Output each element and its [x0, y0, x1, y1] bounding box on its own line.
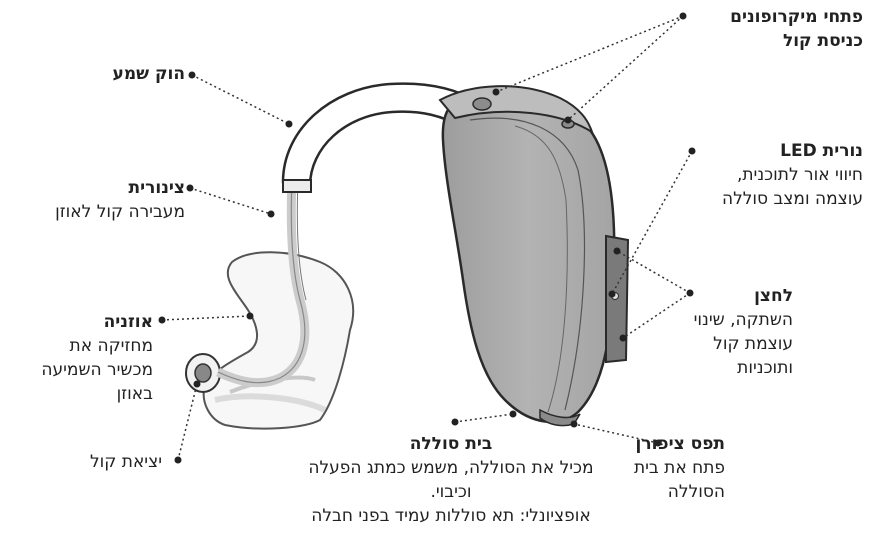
label-led-desc-2: עוצמה ומצב סוללה: [722, 187, 863, 211]
leader-battery: [455, 414, 513, 422]
label-battery-desc-3: אופציונלי: תא סוללות עמיד בפני חבלה: [246, 504, 656, 528]
leader-button-2: [623, 293, 690, 338]
leader-tubing: [190, 188, 271, 214]
leader-mic-2: [568, 16, 683, 120]
label-earpiece-desc-2: מכשיר השמיעה: [41, 358, 153, 382]
leader-sound-outlet: [178, 384, 197, 460]
label-battery-housing: בית סוללה מכיל את הסוללה, משמש כמתג הפעל…: [246, 432, 656, 528]
leader-mic-1: [496, 16, 683, 92]
label-button-desc-2: עוצמת קול: [694, 332, 793, 356]
label-button-title: לחצן: [694, 284, 793, 308]
device-body: [443, 92, 614, 422]
label-led-title: נורית LED: [722, 139, 863, 163]
label-mic-title-2: כניסת קול: [730, 29, 863, 53]
earpiece-shape: [204, 252, 353, 428]
label-earpiece-desc-3: באוזן: [41, 382, 153, 406]
label-earpiece-title: אוזניה: [41, 310, 153, 334]
label-tubing-title: צינורית: [55, 176, 185, 200]
leader-hook: [192, 75, 289, 124]
label-nail-grip-desc-2: הסוללה: [634, 480, 725, 504]
label-battery-title: בית סוללה: [246, 432, 656, 456]
label-sound-outlet-title: יציאת קול: [90, 450, 162, 474]
label-mic-openings: פתחי מיקרופונים כניסת קול: [730, 5, 863, 53]
label-earpiece: אוזניה מחזיקה את מכשיר השמיעה באוזן: [41, 310, 153, 406]
label-hook: הוק שמע: [113, 62, 185, 86]
leader-earpiece: [162, 316, 250, 320]
label-sound-outlet: יציאת קול: [90, 450, 162, 474]
label-led: נורית LED חיווי אור לתוכנית, עוצמה ומצב …: [722, 139, 863, 211]
label-button-desc-1: השתקה, שינוי: [694, 308, 793, 332]
label-tubing-desc: מעבירה קול לאוזן: [55, 200, 185, 224]
label-nail-grip-desc-1: פתח את בית: [634, 456, 725, 480]
mic-opening-front: [473, 98, 491, 110]
label-led-desc-1: חיווי אור לתוכנית,: [722, 163, 863, 187]
label-button: לחצן השתקה, שינוי עוצמת קול ותוכניות: [694, 284, 793, 380]
label-tubing: צינורית מעבירה קול לאוזן: [55, 176, 185, 224]
label-battery-desc-2: וכיבוי.: [246, 480, 656, 504]
label-nail-grip-title: תפס ציפורן: [634, 432, 725, 456]
label-earpiece-desc-1: מחזיקה את: [41, 334, 153, 358]
label-nail-grip: תפס ציפורן פתח את בית הסוללה: [634, 432, 725, 504]
label-mic-title-1: פתחי מיקרופונים: [730, 5, 863, 29]
label-battery-desc-1: מכיל את הסוללה, משמש כמתג הפעלה: [246, 456, 656, 480]
label-button-desc-3: ותוכניות: [694, 356, 793, 380]
label-hook-title: הוק שמע: [113, 62, 185, 86]
